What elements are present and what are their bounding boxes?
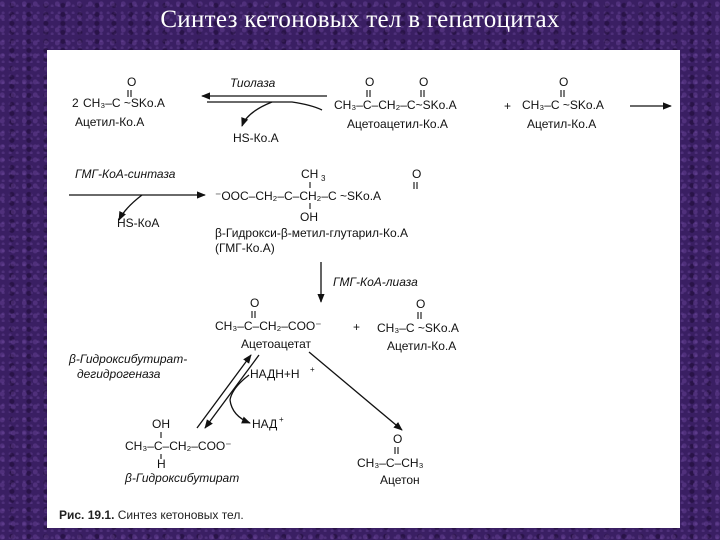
hydroxybutyrate-h: H <box>157 457 166 471</box>
oxidation-arrow <box>196 354 252 429</box>
acetone-oxo: O <box>393 432 402 446</box>
nadh-curve <box>229 374 250 401</box>
acetoacetyl-oxo-2: O <box>419 75 428 89</box>
hmg-methyl-sub: 3 <box>321 174 326 183</box>
nad-curve <box>229 399 251 424</box>
hmg-oxo: O <box>412 167 421 181</box>
acetyl-coa-formula-2: CH₃–C ~SKo.A <box>522 98 604 112</box>
hydroxybutyrate-formula: CH₃–C–CH₂–COO⁻ <box>125 439 232 453</box>
thiolase-label: Тиолаза <box>230 76 276 90</box>
acetoacetate-oxo: O <box>250 296 259 310</box>
slide-title: Синтез кетоновых тел в гепатоцитах <box>160 6 560 33</box>
acetyl-coa-label-1: Ацетил-Ко.А <box>75 115 144 129</box>
acetyl-coa-label-2: Ацетил-Ко.А <box>527 117 596 131</box>
hmg-coa-label-2: (ГМГ-Ко.А) <box>215 241 275 255</box>
hs-coa-release-arrow-1 <box>241 101 273 127</box>
figure-caption-label: Рис. 19.1. <box>59 508 115 522</box>
hs-coa-label-2: HS-КоА <box>117 216 159 230</box>
hydroxybutyrate-oh: OH <box>152 417 170 431</box>
nad-sup: + <box>279 415 284 424</box>
nad-label: НАД <box>252 417 277 431</box>
hydroxybutyrate-label: β-Гидроксибутират <box>124 471 239 485</box>
figure-caption: Рис. 19.1. Синтез кетоновых тел. <box>59 508 244 522</box>
acetyl-coa-oxo-1: O <box>127 75 136 89</box>
hmg-oh: OH <box>300 210 318 224</box>
acetyl-coa-coefficient: 2 <box>72 96 79 110</box>
figure-panel: O 2 CH₃–C ~SKo.A Ацетил-Ко.А Тиолаза HS-… <box>47 50 680 528</box>
acetoacetyl-oxo-1: O <box>365 75 374 89</box>
acetone-formula: CH₃–C–CH₃ <box>357 456 424 470</box>
ketone-synthesis-diagram: O 2 CH₃–C ~SKo.A Ацетил-Ко.А Тиолаза HS-… <box>68 75 672 487</box>
hmg-synthase-label: ГМГ-КоА-синтаза <box>75 167 176 181</box>
acetone-label: Ацетон <box>380 473 420 487</box>
hs-coa-release-arrow-2 <box>118 194 143 221</box>
hmg-coa-label-1: β-Гидрокси-β-метил-глутарил-Ко.А <box>215 226 408 240</box>
reduction-arrow <box>204 354 260 429</box>
plus-sign-1: + <box>504 99 511 113</box>
acetoacetate-formula: CH₃–C–CH₂–COO⁻ <box>215 319 322 333</box>
acetoacetyl-coa-label: Ацетоацетил-Ко.А <box>347 117 448 131</box>
hmg-methyl-ch: CH <box>301 167 318 181</box>
acetyl-coa-label-3: Ацетил-Ко.А <box>387 339 456 353</box>
nadh-label: НАДН+Н <box>250 367 300 381</box>
hbdh-label-line1: β-Гидроксибутират- <box>68 352 187 366</box>
acetoacetate-label: Ацетоацетат <box>241 337 312 351</box>
hmg-coa-formula: ⁻OOC–CH₂–C–CH₂–C ~SKo.A <box>215 189 381 203</box>
acetyl-coa-formula-1: CH₃–C ~SKo.A <box>83 96 165 110</box>
figure-caption-text: Синтез кетоновых тел. <box>117 508 244 522</box>
acetyl-coa-oxo-2: O <box>559 75 568 89</box>
nadh-sup: + <box>310 365 315 374</box>
hbdh-label-line2: дегидрогеназа <box>77 367 161 381</box>
thiolase-forward-arrow <box>206 101 323 111</box>
plus-sign-2: + <box>353 320 360 334</box>
decarboxylation-arrow <box>308 351 403 431</box>
hs-coa-label-1: HS-Ко.А <box>233 131 279 145</box>
hmg-lyase-label: ГМГ-КоА-лиаза <box>333 275 418 289</box>
acetyl-coa-oxo-3: O <box>416 297 425 311</box>
acetoacetyl-coa-formula: CH₃–C–CH₂–C~SKo.A <box>334 98 457 112</box>
acetyl-coa-formula-3: CH₃–C ~SKo.A <box>377 321 459 335</box>
